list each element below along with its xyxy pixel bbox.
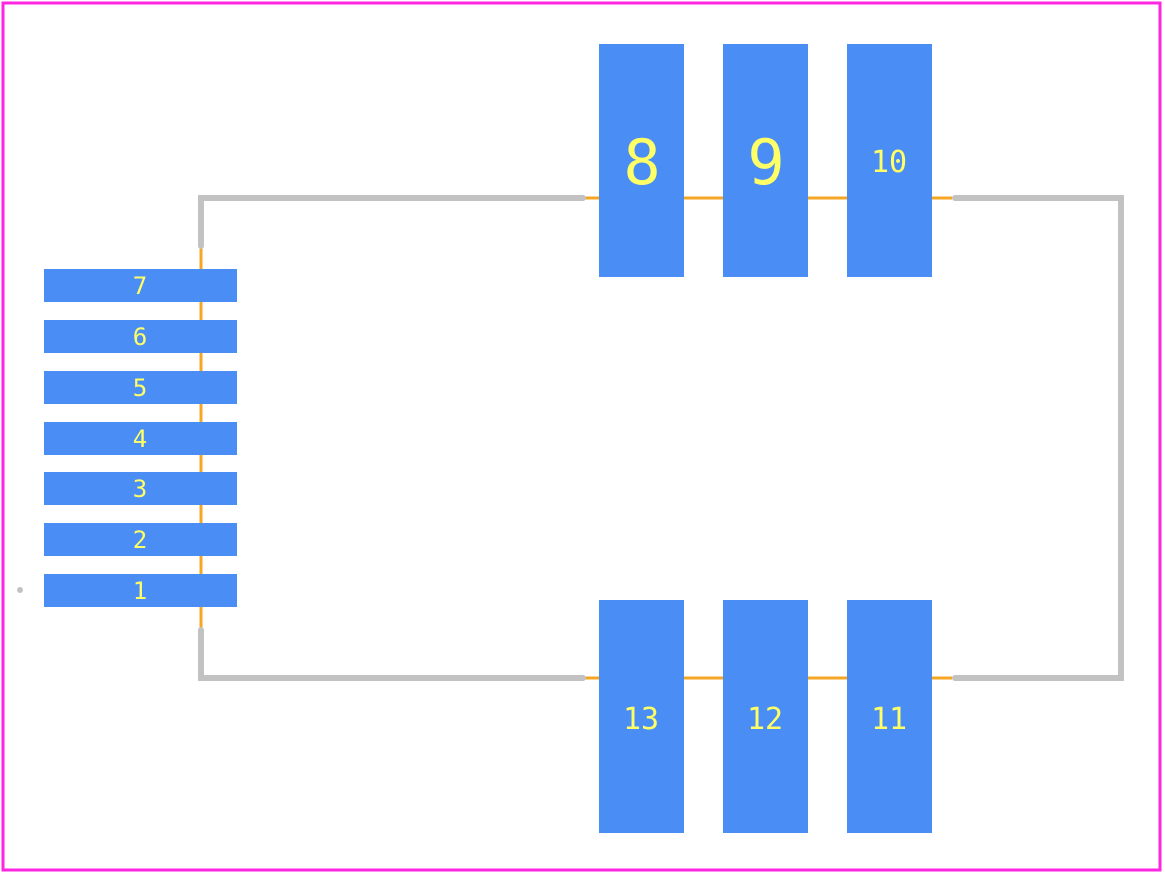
pad-13[interactable]: 13 [599, 600, 684, 833]
pad-10-label: 10 [871, 145, 907, 180]
pad-11[interactable]: 11 [847, 600, 932, 833]
pad-10[interactable]: 10 [847, 44, 932, 277]
pad-10-shape [847, 44, 932, 277]
pad-group: 1 2 3 4 5 6 7 8 [44, 44, 932, 833]
pad-9[interactable]: 9 [723, 44, 808, 277]
pad-5-label: 5 [133, 374, 147, 402]
pad-1-label: 1 [133, 577, 147, 605]
pad-9-label: 9 [747, 126, 784, 199]
pad-5[interactable]: 5 [44, 371, 237, 404]
pad-11-shape [847, 600, 932, 833]
silk-bottom-left [198, 627, 586, 681]
pad-6[interactable]: 6 [44, 320, 237, 353]
silk-top-left [198, 195, 586, 249]
pad-1[interactable]: 1 [44, 574, 237, 607]
pad-9-shape [723, 44, 808, 277]
pad-5-shape [44, 371, 237, 404]
pad-3-shape [44, 472, 237, 505]
pad-7-label: 7 [133, 272, 147, 300]
pad-2-label: 2 [133, 526, 147, 554]
silkscreen-outline [198, 195, 1124, 681]
pad-6-shape [44, 320, 237, 353]
pad-2-shape [44, 523, 237, 556]
pad-12[interactable]: 12 [723, 600, 808, 833]
pad-11-label: 11 [871, 702, 907, 737]
pad-4-label: 4 [133, 425, 147, 453]
pad-1-shape [44, 574, 237, 607]
pad-12-shape [723, 600, 808, 833]
pad-12-label: 12 [747, 702, 783, 737]
pad-7[interactable]: 7 [44, 269, 237, 302]
pad-8-shape [599, 44, 684, 277]
pad-6-label: 6 [133, 323, 147, 351]
pad-3[interactable]: 3 [44, 472, 237, 505]
pad-4[interactable]: 4 [44, 422, 237, 455]
pad-4-shape [44, 422, 237, 455]
pad-8-label: 8 [623, 126, 660, 199]
pad-3-label: 3 [133, 475, 147, 503]
courtyard [199, 196, 952, 680]
pad-2[interactable]: 2 [44, 523, 237, 556]
silk-right [952, 195, 1124, 681]
pad-13-shape [599, 600, 684, 833]
pad-7-shape [44, 269, 237, 302]
pin1-marker-dot [17, 587, 23, 593]
pad-8[interactable]: 8 [599, 44, 684, 277]
pad-13-label: 13 [623, 702, 659, 737]
